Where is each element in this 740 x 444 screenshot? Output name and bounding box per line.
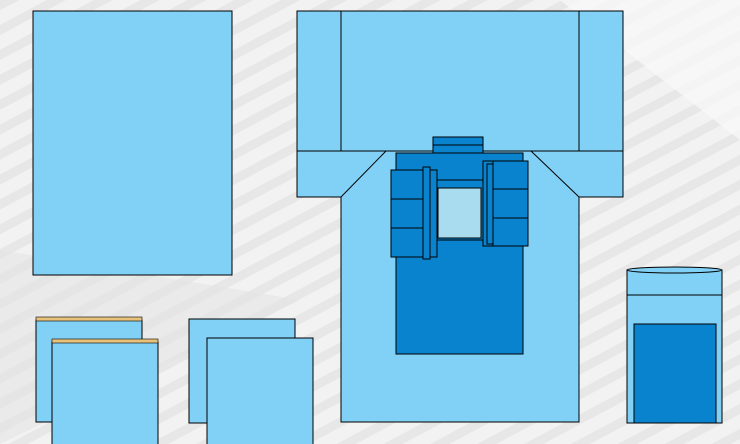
instrument-pouches-left	[391, 167, 437, 259]
container-lid	[627, 267, 722, 273]
instrument-pouches-right	[483, 161, 528, 246]
towel-stack	[189, 319, 313, 444]
container-contents	[634, 324, 716, 423]
fenestration-window	[438, 188, 481, 238]
tape-strip	[52, 339, 158, 343]
supply-container	[627, 267, 722, 423]
tape-strip	[36, 317, 142, 321]
sheet-drape	[33, 11, 232, 275]
towel-stack-with-tape	[36, 317, 158, 444]
